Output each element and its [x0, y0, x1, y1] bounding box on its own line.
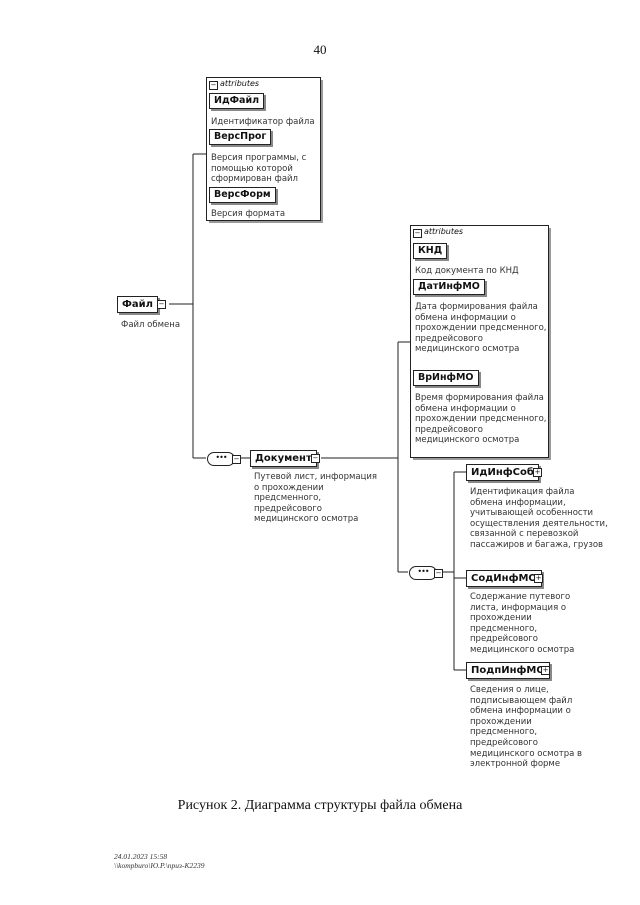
attr-idfail[interactable]: ИдФайл — [209, 93, 265, 109]
attr-idfail-desc: Идентификатор файла — [211, 117, 315, 127]
expand-icon[interactable]: + — [541, 666, 550, 675]
podpinfmo-desc: Сведения о лице, подписывающем файл обме… — [470, 685, 583, 770]
footer-path: \\kompburo\Ю.Р.\приз-К2239 — [114, 861, 205, 870]
attr-vrinfmo[interactable]: ВрИнфМО — [413, 370, 479, 386]
root-desc: Файл обмена — [121, 320, 181, 330]
dokument-collapse-icon[interactable]: − — [311, 454, 320, 463]
sequence-collapse-icon[interactable]: − — [232, 455, 241, 464]
attr-datinfmo-desc: Дата формирования файла обмена информаци… — [415, 302, 547, 355]
dokument-desc: Путевой лист, информация о прохождении п… — [254, 472, 378, 525]
sequence-icon: ••• — [207, 452, 235, 466]
document-attributes-box: −attributes — [410, 225, 549, 458]
sodinfmo-desc: Содержание путевого листа, информация о … — [470, 592, 575, 655]
attr-knd[interactable]: КНД — [413, 243, 448, 259]
idinfsob-desc: Идентификация файла обмена информации, у… — [470, 487, 608, 550]
attr-versprog-desc: Версия программы, с помощью которой сфор… — [211, 153, 307, 185]
element-dokument[interactable]: Документ — [250, 450, 317, 467]
sequence-collapse-icon[interactable]: − — [434, 569, 443, 578]
expand-icon[interactable]: + — [533, 468, 542, 477]
root-collapse-icon[interactable]: − — [157, 300, 166, 309]
attributes-label: attributes — [424, 227, 464, 236]
page-number: 40 — [313, 42, 327, 57]
collapse-icon[interactable]: − — [413, 229, 422, 238]
attr-versprog[interactable]: ВерсПрог — [209, 129, 272, 145]
footer-timestamp: 24.01.2023 15:58 — [114, 852, 168, 861]
element-sodinfmo[interactable]: СодИнфМО — [466, 570, 542, 587]
collapse-icon[interactable]: − — [209, 81, 218, 90]
attr-versform-desc: Версия формата — [211, 209, 286, 219]
root-attributes-header: −attributes — [209, 79, 259, 90]
attr-versform[interactable]: ВерсФорм — [209, 187, 276, 203]
attr-vrinfmo-desc: Время формирования файла обмена информац… — [415, 393, 547, 446]
expand-icon[interactable]: + — [534, 574, 543, 583]
attr-knd-desc: Код документа по КНД — [415, 266, 519, 276]
element-podpinfmo[interactable]: ПодпИнфМО — [466, 662, 550, 679]
attr-datinfmo[interactable]: ДатИнфМО — [413, 279, 485, 295]
figure-caption: Рисунок 2. Диаграмма структуры файла обм… — [177, 798, 463, 813]
root-element-fail[interactable]: Файл — [117, 296, 158, 313]
sequence-icon: ••• — [409, 566, 437, 580]
document-attributes-header: −attributes — [413, 227, 463, 238]
attributes-label: attributes — [220, 79, 260, 88]
element-idinfsob[interactable]: ИдИнфСоб — [466, 464, 539, 481]
